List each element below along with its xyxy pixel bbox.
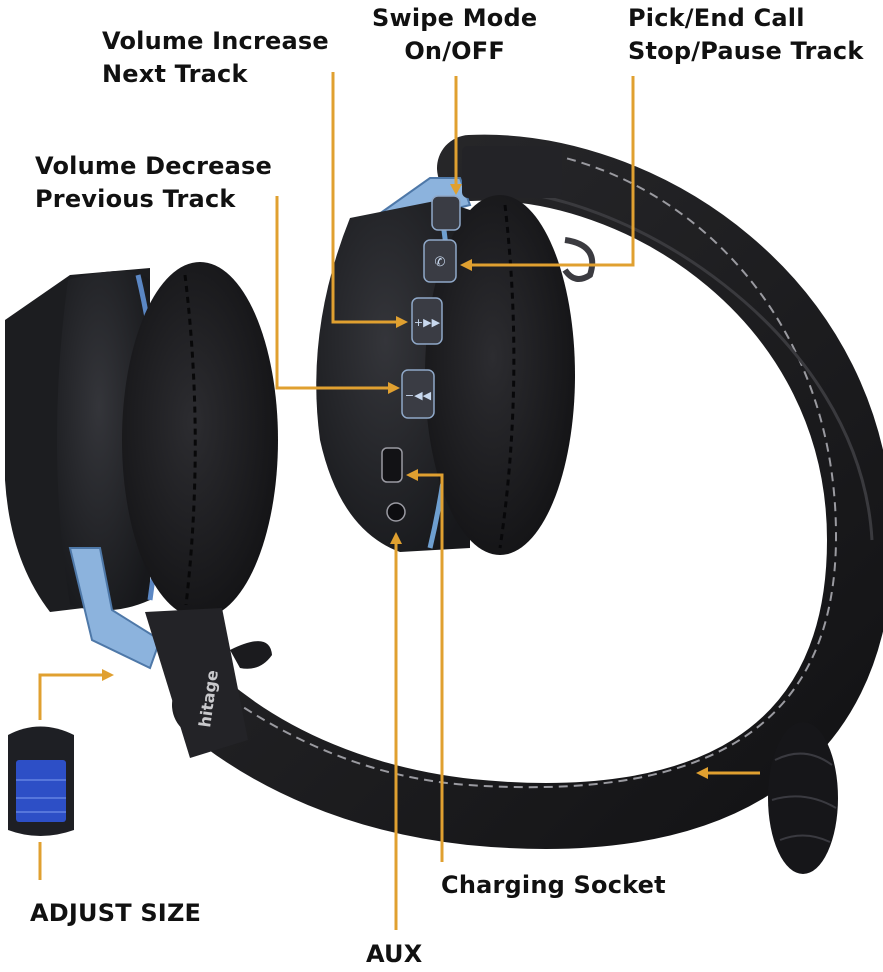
label-aux: AUX xyxy=(366,940,423,968)
right-ear-cushion xyxy=(425,195,575,555)
slider-blue-strap xyxy=(16,760,66,822)
label-line: Swipe Mode xyxy=(372,4,538,32)
label-line: Pick/End Call xyxy=(628,4,805,32)
headband-stitching xyxy=(224,146,838,789)
label-line: On/OFF xyxy=(404,37,505,65)
left-hinge: hitage xyxy=(68,547,272,758)
aux-port[interactable] xyxy=(386,502,406,522)
left-ear-cushion xyxy=(122,262,278,618)
label-line: Volume Decrease xyxy=(35,152,272,180)
label-line: Next Track xyxy=(102,60,248,88)
phone-icon: ✆ xyxy=(435,255,446,270)
arrowheads xyxy=(102,184,708,779)
label-line: Previous Track xyxy=(35,185,236,213)
next-track-icon: +▶▶ xyxy=(414,316,441,329)
left-ear-cup xyxy=(5,268,163,612)
label-volume-decrease: Volume Decrease Previous Track xyxy=(35,150,272,216)
previous-track-icon: −◀◀ xyxy=(405,389,432,402)
leader-pick-end-call xyxy=(465,76,635,267)
control-buttons: ✆ +▶▶ −◀◀ xyxy=(381,195,461,522)
adjust-size-inset xyxy=(8,726,74,836)
label-volume-increase: Volume Increase Next Track xyxy=(102,25,329,91)
leader-volume-increase xyxy=(331,72,405,324)
label-line: Stop/Pause Track xyxy=(628,37,864,65)
charging-socket[interactable] xyxy=(381,447,403,483)
label-line: Volume Increase xyxy=(102,27,329,55)
earpad-inset xyxy=(768,722,838,874)
label-adjust-size: ADJUST SIZE xyxy=(30,899,202,927)
call-pause-button[interactable] xyxy=(423,239,457,283)
label-swipe-mode: Swipe Mode On/OFF xyxy=(372,2,537,68)
swipe-mode-button[interactable] xyxy=(431,195,461,231)
volume-up-button[interactable] xyxy=(411,297,443,345)
leader-adjust-size-top xyxy=(38,673,110,720)
leader-lines xyxy=(38,72,760,930)
leader-volume-decrease xyxy=(275,196,396,390)
label-charging-socket: Charging Socket xyxy=(441,871,666,899)
label-pick-end-call: Pick/End Call Stop/Pause Track xyxy=(628,2,864,68)
leader-charging-socket xyxy=(412,473,444,862)
volume-down-button[interactable] xyxy=(401,369,435,419)
